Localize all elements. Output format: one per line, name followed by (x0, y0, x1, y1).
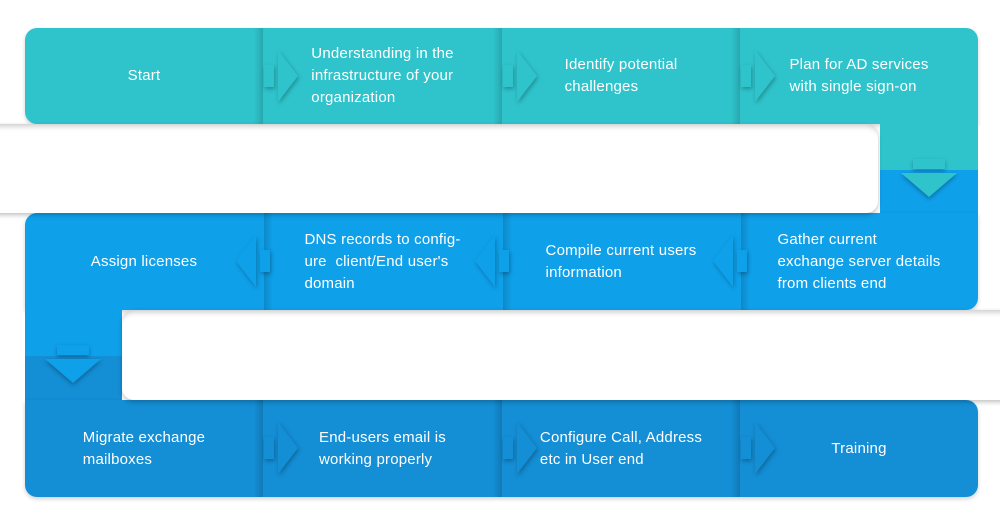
step-start: Start (25, 28, 263, 124)
step-label: Start (127, 67, 161, 84)
step-dns-records: DNS records to config- ure client/End us… (263, 213, 502, 310)
arrow-left-icon (713, 235, 747, 287)
arrow-right-icon (503, 422, 537, 474)
step-migrate-mailboxes: Migrate exchange mailboxes (25, 400, 263, 497)
step-plan-ad-services: Plan for AD services with single sign-on (740, 28, 978, 124)
step-label: Configure Call, Address etc in User end (539, 428, 703, 468)
step-compile-users: Compile current users information (502, 213, 740, 310)
flow-row-1: Start Understanding in the infrastructur… (25, 28, 978, 124)
step-label: Migrate exchange mailboxes (82, 428, 206, 468)
step-label: End-users email is working properly (319, 428, 446, 468)
arrow-down-icon (45, 345, 101, 383)
arrow-left-icon (236, 235, 270, 287)
step-label: Training (831, 439, 887, 457)
step-gather-exchange-details: Gather current exchange server details f… (740, 213, 978, 310)
step-label: Plan for AD services with single sign-on (789, 56, 929, 95)
step-configure-call-address: Configure Call, Address etc in User end (502, 400, 740, 497)
step-assign-licenses: Assign licenses (25, 213, 263, 310)
step-enduser-email-working: End-users email is working properly (263, 400, 502, 497)
arrow-right-icon (264, 422, 298, 474)
flow-row-2: Assign licenses DNS records to config- u… (25, 213, 978, 310)
step-label: Gather current exchange server details f… (777, 230, 941, 292)
arrow-down-icon (901, 159, 957, 197)
step-label: DNS records to config- ure client/End us… (304, 230, 461, 292)
arrow-right-icon (741, 422, 775, 474)
step-understanding-infrastructure: Understanding in the infrastructure of y… (263, 28, 502, 124)
step-training: Training (740, 400, 978, 497)
row-gap-1 (0, 124, 878, 213)
row-gap-2 (122, 310, 1000, 400)
arrow-right-icon (741, 50, 775, 102)
step-label: Compile current users information (545, 241, 697, 281)
step-label: Understanding in the infrastructure of y… (311, 45, 454, 106)
step-identify-challenges: Identify potential challenges (502, 28, 740, 124)
arrow-right-icon (503, 50, 537, 102)
arrow-left-icon (475, 235, 509, 287)
step-label: Identify potential challenges (564, 56, 678, 95)
arrow-right-icon (264, 50, 298, 102)
flow-row-3: Migrate exchange mailboxes End-users ema… (25, 400, 978, 497)
step-label: Assign licenses (90, 252, 198, 270)
